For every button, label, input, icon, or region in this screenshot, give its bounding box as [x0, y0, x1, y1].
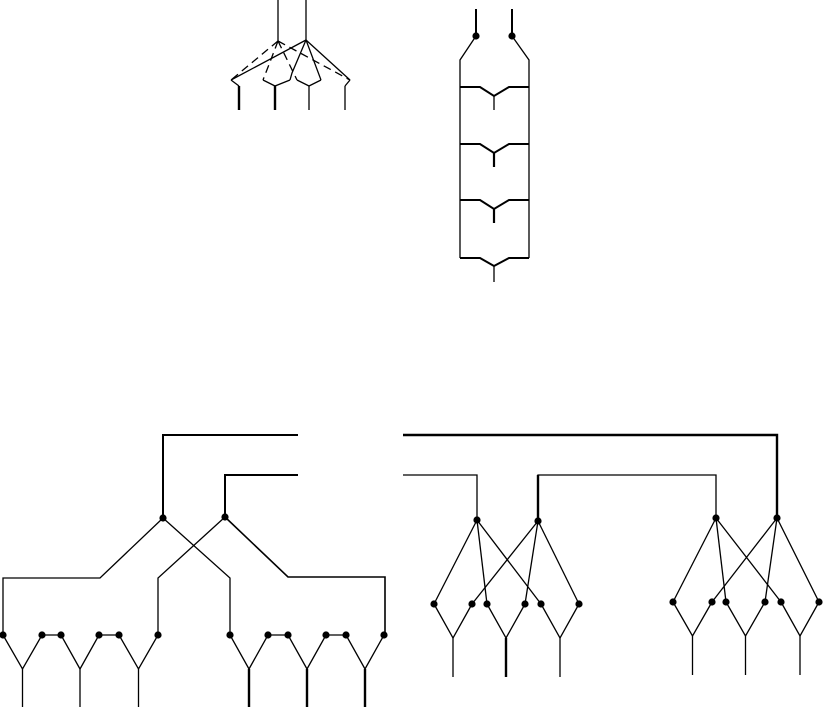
rung — [460, 257, 529, 268]
merge-v — [345, 634, 385, 671]
node-dot — [159, 514, 167, 522]
rung — [460, 143, 529, 155]
edge — [224, 516, 386, 635]
node-dot — [712, 514, 720, 522]
merge-v — [287, 634, 327, 671]
edge — [537, 520, 580, 605]
node-dot — [221, 513, 229, 521]
rung — [460, 199, 529, 211]
bus-line — [403, 474, 478, 520]
edge — [711, 517, 778, 603]
edge — [764, 517, 778, 603]
merge-v — [262, 79, 291, 87]
dashed-edge — [230, 40, 279, 81]
corner — [230, 79, 240, 87]
node-dot — [534, 517, 542, 525]
edge — [476, 519, 488, 605]
rung — [460, 86, 529, 98]
merge-v — [725, 601, 766, 638]
edge — [305, 39, 351, 81]
merge-v — [486, 603, 526, 640]
merge-v — [540, 603, 580, 640]
edge — [157, 516, 226, 635]
merge-v — [296, 79, 322, 87]
edge — [433, 519, 478, 605]
edge — [715, 517, 782, 603]
node-dot — [473, 516, 481, 524]
merge-v — [229, 634, 269, 671]
merge-v — [672, 601, 713, 638]
bipartite-network-figure — [403, 433, 823, 677]
left-rail — [459, 35, 477, 258]
edge — [524, 520, 539, 605]
corner — [344, 79, 351, 87]
merge-v — [2, 634, 43, 671]
ladder-network-figure — [459, 9, 530, 282]
node-dot — [773, 514, 781, 522]
edge — [776, 517, 820, 603]
edge — [289, 39, 307, 81]
bus-line — [537, 474, 717, 521]
edge — [471, 520, 539, 605]
merge-v — [60, 634, 100, 671]
merge-v — [433, 603, 473, 640]
edge — [476, 519, 542, 605]
edge — [715, 517, 727, 603]
right-rail — [511, 35, 530, 258]
crossing-network-figure — [230, 0, 351, 110]
edge — [162, 517, 231, 635]
dashed-edge — [277, 40, 298, 81]
bus-line — [403, 433, 779, 518]
dashed-edge — [262, 40, 279, 81]
edge — [2, 517, 164, 635]
bus-line — [224, 474, 298, 517]
merge-v — [118, 634, 159, 671]
edge — [672, 517, 717, 603]
edge — [230, 39, 307, 81]
bus-line — [162, 434, 298, 518]
merge-v — [780, 601, 820, 638]
two-level-tree-network-figure — [0, 434, 388, 707]
edge — [305, 39, 322, 81]
